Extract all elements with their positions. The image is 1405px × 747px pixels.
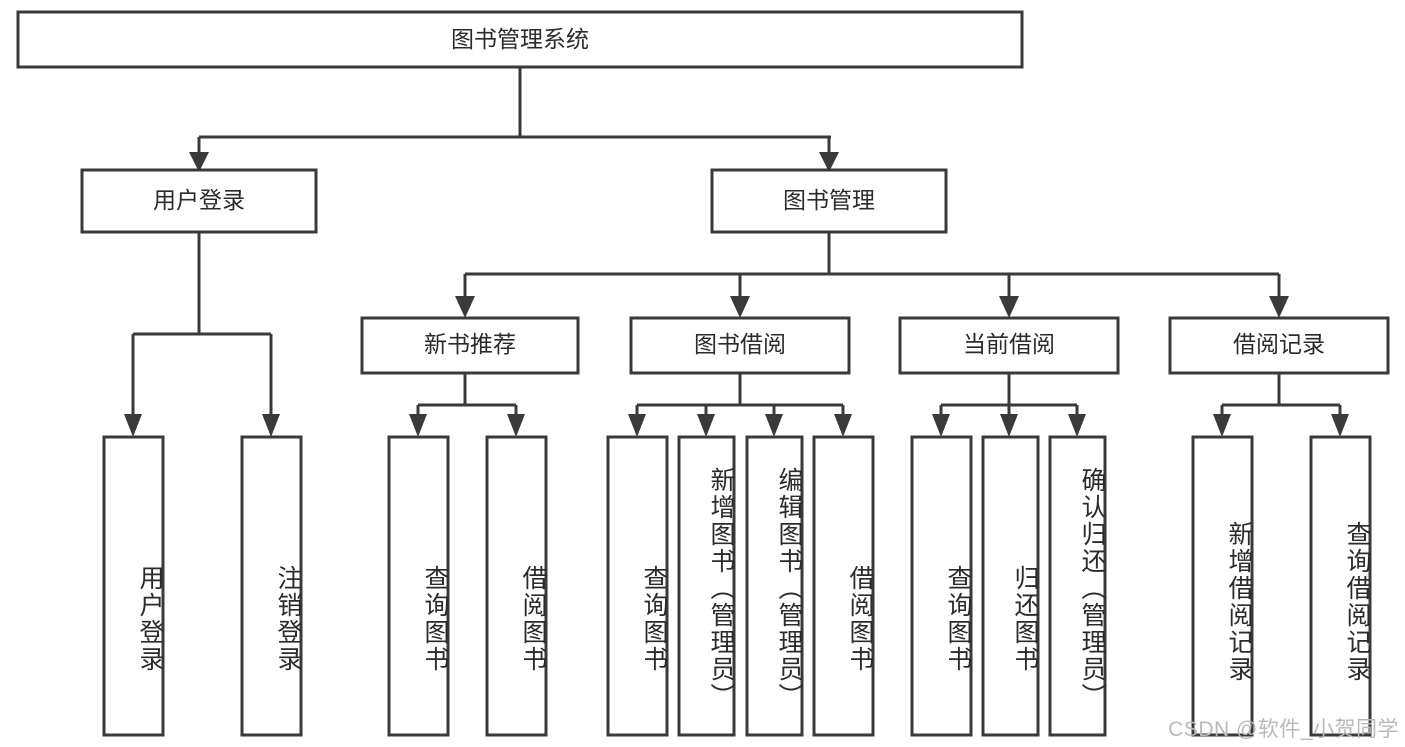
arrow-head-borrow-record bbox=[1269, 296, 1289, 318]
watermark-text: CSDN @软件_小贺同学 bbox=[1168, 718, 1399, 741]
node-book-borrow[interactable]: 图书借阅 bbox=[629, 316, 851, 375]
leaf-hit-borrow-record-1[interactable] bbox=[1193, 437, 1252, 735]
arrow-head-book-manage bbox=[819, 152, 839, 172]
leaf-hit-current-borrow-2[interactable] bbox=[983, 437, 1038, 735]
node-borrow-record[interactable]: 借阅记录 bbox=[1168, 316, 1390, 375]
connector-group-book-manage bbox=[455, 232, 1289, 318]
leaf-boxes-current-borrow bbox=[910, 435, 1107, 737]
arrow-head-leaf-current-borrow-1 bbox=[932, 414, 950, 437]
leaf-hit-new-book-1[interactable] bbox=[389, 437, 448, 735]
leaf-box-borrow-record-2[interactable] bbox=[1309, 435, 1372, 737]
leaf-hit-user-login-1[interactable] bbox=[104, 437, 163, 735]
leaf-box-book-borrow-4[interactable] bbox=[812, 435, 875, 737]
node-new-book-recommend-box[interactable] bbox=[360, 316, 580, 375]
leaf-hit-borrow-record-2[interactable] bbox=[1311, 437, 1370, 735]
arrow-head-current-borrow bbox=[999, 296, 1019, 318]
arrow-head-leaf-borrow-record-2 bbox=[1331, 414, 1349, 437]
node-root-box[interactable] bbox=[16, 10, 1024, 69]
leaf-hit-user-login-2[interactable] bbox=[242, 437, 301, 735]
node-root[interactable]: 图书管理系统 bbox=[16, 10, 1024, 69]
leaf-box-user-login-1[interactable] bbox=[102, 435, 165, 737]
node-current-borrow[interactable]: 当前借阅 bbox=[898, 316, 1120, 375]
connector-group-new-book bbox=[409, 373, 525, 437]
node-book-manage[interactable]: 图书管理 bbox=[710, 168, 948, 234]
node-current-borrow-box[interactable] bbox=[898, 316, 1120, 375]
arrow-head-leaf-new-book-2 bbox=[507, 414, 525, 437]
leaf-hit-current-borrow-1[interactable] bbox=[912, 437, 971, 735]
node-book-manage-box[interactable] bbox=[710, 168, 948, 234]
arrow-head-leaf-borrow-record-1 bbox=[1213, 414, 1231, 437]
arrow-head-book-borrow bbox=[730, 296, 750, 318]
arrow-head-new-book bbox=[455, 296, 475, 318]
arrow-head-leaf-user-login-2 bbox=[262, 414, 280, 437]
leaf-boxes-user-login bbox=[102, 435, 303, 737]
node-book-borrow-box[interactable] bbox=[629, 316, 851, 375]
arrow-head-leaf-book-borrow-3 bbox=[765, 414, 783, 437]
leaf-box-book-borrow-2[interactable] bbox=[677, 435, 736, 737]
connector-group-root bbox=[189, 67, 839, 172]
leaf-box-borrow-record-1[interactable] bbox=[1191, 435, 1254, 737]
leaf-hit-book-borrow-3[interactable] bbox=[747, 437, 802, 735]
connector-group-borrow-record bbox=[1213, 373, 1349, 437]
leaf-hit-book-borrow-1[interactable] bbox=[608, 437, 667, 735]
leaf-boxes-book-borrow bbox=[606, 435, 875, 737]
node-user-login[interactable]: 用户登录 bbox=[80, 168, 318, 234]
node-current-borrow-label: 当前借阅 bbox=[963, 331, 1055, 357]
arrow-head-leaf-book-borrow-2 bbox=[697, 414, 715, 437]
arrow-head-leaf-book-borrow-4 bbox=[834, 414, 852, 437]
leaf-hit-new-book-2[interactable] bbox=[487, 437, 546, 735]
leaf-hit-book-borrow-2[interactable] bbox=[679, 437, 734, 735]
arrow-head-leaf-user-login-1 bbox=[124, 414, 142, 437]
leaf-hit-current-borrow-3[interactable] bbox=[1050, 437, 1105, 735]
connector-group-user-login bbox=[124, 232, 280, 437]
leaf-hit-book-borrow-4[interactable] bbox=[814, 437, 873, 735]
leaf-box-book-borrow-1[interactable] bbox=[606, 435, 669, 737]
node-borrow-record-box[interactable] bbox=[1168, 316, 1390, 375]
arrow-head-leaf-current-borrow-3 bbox=[1068, 414, 1086, 437]
arrow-head-leaf-current-borrow-2 bbox=[1000, 414, 1018, 437]
node-book-manage-label: 图书管理 bbox=[783, 187, 875, 213]
leaf-box-new-book-1[interactable] bbox=[387, 435, 450, 737]
node-user-login-label: 用户登录 bbox=[153, 187, 245, 213]
node-new-book-recommend[interactable]: 新书推荐 bbox=[360, 316, 580, 375]
node-borrow-record-label: 借阅记录 bbox=[1233, 331, 1325, 357]
leaf-boxes-borrow-record bbox=[1191, 435, 1372, 737]
leaf-box-user-login-2[interactable] bbox=[240, 435, 303, 737]
arrow-head-user-login bbox=[189, 152, 209, 172]
arrow-head-leaf-book-borrow-1 bbox=[628, 414, 646, 437]
leaf-box-book-borrow-3[interactable] bbox=[745, 435, 804, 737]
node-user-login-box[interactable] bbox=[80, 168, 318, 234]
node-book-borrow-label: 图书借阅 bbox=[694, 331, 786, 357]
leaf-box-current-borrow-1[interactable] bbox=[910, 435, 973, 737]
leaf-boxes-new-book-recommend bbox=[387, 435, 548, 737]
connector-group-book-borrow bbox=[628, 373, 852, 437]
arrow-head-leaf-new-book-1 bbox=[409, 414, 427, 437]
node-root-label: 图书管理系统 bbox=[451, 26, 589, 52]
connector-group-current-borrow bbox=[932, 373, 1086, 437]
node-new-book-recommend-label: 新书推荐 bbox=[424, 331, 516, 357]
leaf-box-current-borrow-2[interactable] bbox=[981, 435, 1040, 737]
leaf-box-new-book-2[interactable] bbox=[485, 435, 548, 737]
leaf-box-current-borrow-3[interactable] bbox=[1048, 435, 1107, 737]
